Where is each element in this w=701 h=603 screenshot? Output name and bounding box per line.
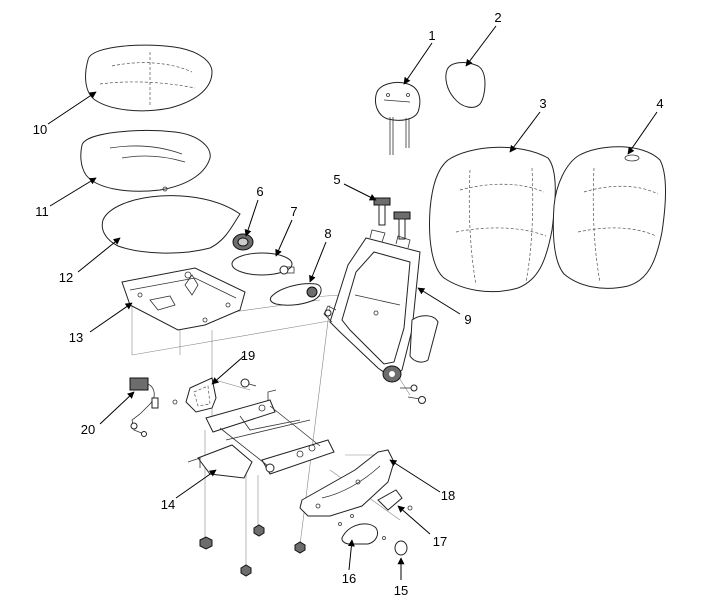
- callout-2: 2: [494, 10, 501, 25]
- callout-labels: 1 2 3 4 5 6 7 8 9 10 11 12 13 14 15 16 1…: [33, 10, 664, 598]
- callout-14: 14: [161, 497, 175, 512]
- track-bolt-1: [199, 536, 213, 550]
- seat-cushion-pad: [80, 130, 211, 192]
- callout-9: 9: [464, 312, 471, 327]
- callout-13: 13: [69, 330, 83, 345]
- callout-18: 18: [441, 488, 455, 503]
- seat-back-frame: [323, 229, 421, 383]
- callout-7: 7: [290, 204, 297, 219]
- seat-cushion-frame: [121, 267, 246, 331]
- lever-cap: [394, 540, 408, 556]
- headrest-guide-right: [393, 211, 411, 240]
- callout-4: 4: [656, 96, 663, 111]
- recline-lever-handle: [377, 489, 413, 511]
- callout-5: 5: [333, 172, 340, 187]
- side-cover-pad: [231, 252, 293, 276]
- seat-back-pad: [552, 146, 666, 289]
- track-bolt-4: [294, 541, 306, 554]
- callout-6: 6: [256, 184, 263, 199]
- seat-side-shield: [299, 449, 395, 517]
- small-bolt-7: [279, 265, 295, 275]
- callout-10: 10: [33, 122, 47, 137]
- frame-bolt-2: [407, 396, 426, 404]
- headrest: [375, 81, 421, 155]
- seat-belt-buckle: [129, 377, 159, 437]
- callout-3: 3: [539, 96, 546, 111]
- track-bolt-2: [253, 524, 265, 537]
- leader-lines: [47, 25, 658, 580]
- seat-belt-buckle-cover: [185, 377, 217, 413]
- callout-12: 12: [59, 270, 73, 285]
- track-bolt-3: [240, 564, 252, 577]
- callout-19: 19: [241, 348, 255, 363]
- height-adjust-lever: [338, 514, 386, 545]
- buckle-bolt: [172, 378, 257, 405]
- callout-17: 17: [433, 534, 447, 549]
- callout-8: 8: [324, 226, 331, 241]
- seat-heater-mat: [101, 195, 241, 254]
- headrest-guide-left: [373, 197, 391, 226]
- recliner-cover: [269, 283, 322, 306]
- callout-20: 20: [81, 422, 95, 437]
- lumbar-knob: [232, 233, 254, 251]
- callout-1: 1: [428, 28, 435, 43]
- seat-cushion-cover: [85, 44, 213, 112]
- seat-back-cover: [429, 146, 556, 293]
- callout-15: 15: [394, 583, 408, 598]
- headrest-cover: [445, 62, 486, 108]
- frame-bolt-1: [400, 384, 418, 392]
- back-side-pad: [409, 315, 439, 363]
- callout-11: 11: [35, 204, 49, 219]
- callout-16: 16: [342, 571, 356, 586]
